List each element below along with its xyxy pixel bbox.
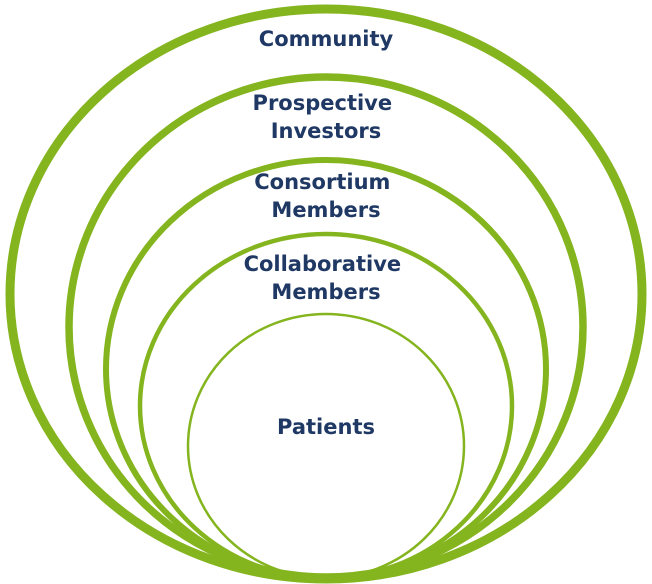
label-patients-line-1: Patients: [277, 415, 375, 439]
label-community-line-1: Community: [259, 27, 394, 51]
label-prospective-investors-line-2: Investors: [271, 119, 382, 143]
label-collaborative-members: Collaborative Members: [244, 252, 409, 304]
label-collaborative-members-line-2: Members: [271, 280, 380, 304]
label-consortium-members-line-2: Members: [271, 198, 380, 222]
label-community: Community: [259, 27, 394, 51]
ring-patients: [186, 312, 466, 580]
label-collaborative-members-line-1: Collaborative: [244, 252, 402, 276]
label-consortium-members-line-1: Consortium: [254, 170, 390, 194]
ring-consortium-members: [103, 157, 549, 581]
rings: [5, 4, 647, 584]
label-consortium-members: Consortium Members: [254, 170, 397, 222]
label-prospective-investors-line-1: Prospective: [253, 91, 393, 115]
label-prospective-investors: Prospective Investors: [253, 91, 400, 143]
ring-prospective-investors: [65, 73, 587, 581]
label-patients: Patients: [277, 415, 375, 439]
labels: Community Prospective Investors Consorti…: [244, 27, 409, 439]
